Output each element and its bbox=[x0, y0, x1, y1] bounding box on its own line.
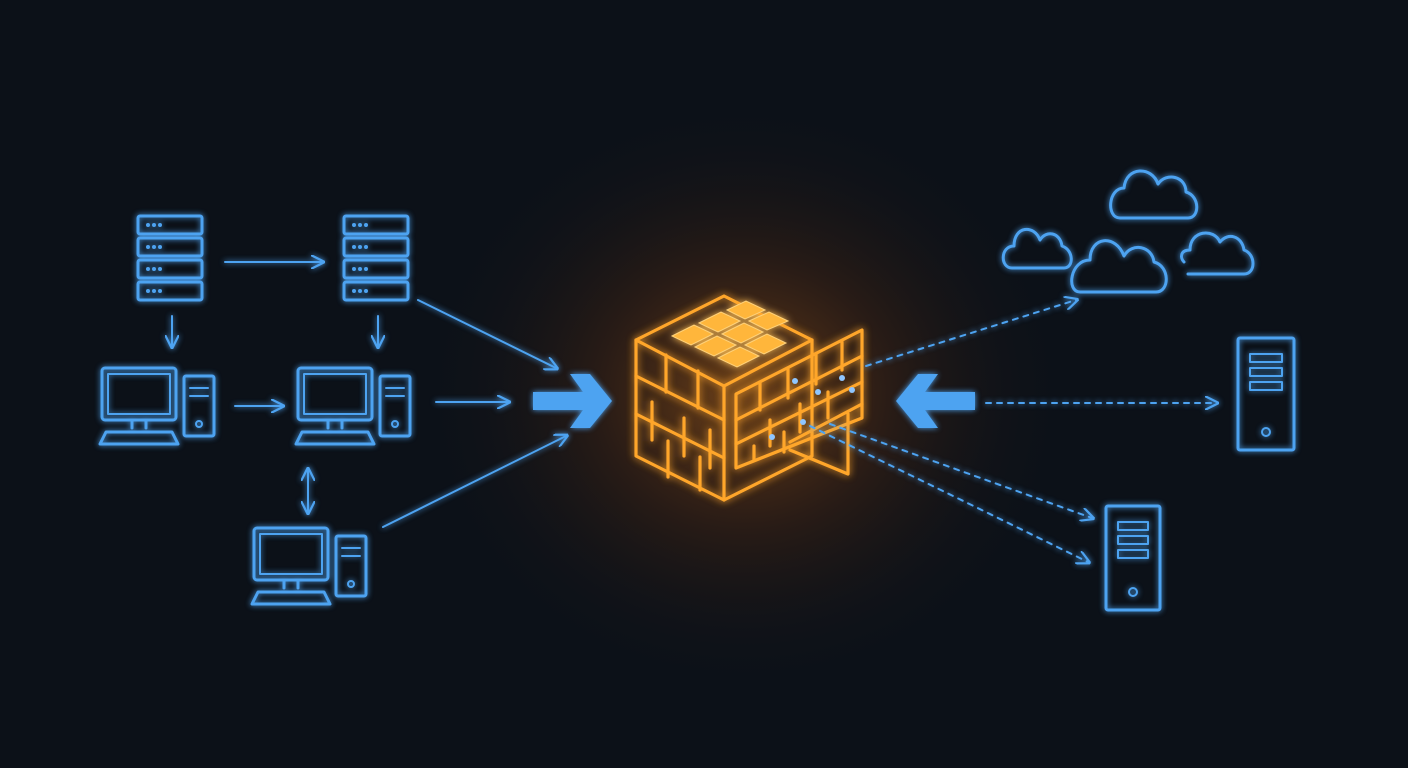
cloud-icon bbox=[1180, 231, 1255, 276]
edge-firewall-to-server2b bbox=[809, 425, 1088, 562]
cloud-icon bbox=[1001, 228, 1073, 270]
desktop-computer-icon bbox=[98, 366, 216, 446]
edge-firewall-to-clouds bbox=[865, 300, 1076, 367]
server-rack-icon bbox=[136, 214, 204, 302]
packet-dot bbox=[815, 389, 821, 395]
server-rack-icon bbox=[342, 214, 410, 302]
packet-dot bbox=[849, 387, 855, 393]
blocked-packets bbox=[769, 375, 855, 440]
cloud-icon bbox=[1109, 169, 1199, 220]
edge-ws3-to-firewall bbox=[382, 436, 566, 528]
desktop-computer-icon bbox=[294, 366, 412, 446]
packet-dot bbox=[769, 434, 775, 440]
packet-dot bbox=[792, 378, 798, 384]
desktop-computer-icon bbox=[250, 526, 368, 606]
inbound-left-arrow-icon bbox=[533, 374, 612, 428]
firewall-brick-cube-icon bbox=[634, 294, 864, 502]
tower-server-icon bbox=[1236, 336, 1296, 452]
edge-rack2-to-firewall bbox=[417, 299, 556, 368]
firewall-glow bbox=[415, 95, 1075, 695]
edge-firewall-to-server2a bbox=[829, 423, 1092, 518]
packet-dot bbox=[800, 419, 806, 425]
inbound-right-arrow-icon bbox=[896, 374, 975, 428]
packet-dot bbox=[839, 375, 845, 381]
tower-server-icon bbox=[1104, 504, 1162, 612]
cloud-group bbox=[1001, 169, 1255, 294]
cloud-icon bbox=[1070, 239, 1168, 294]
